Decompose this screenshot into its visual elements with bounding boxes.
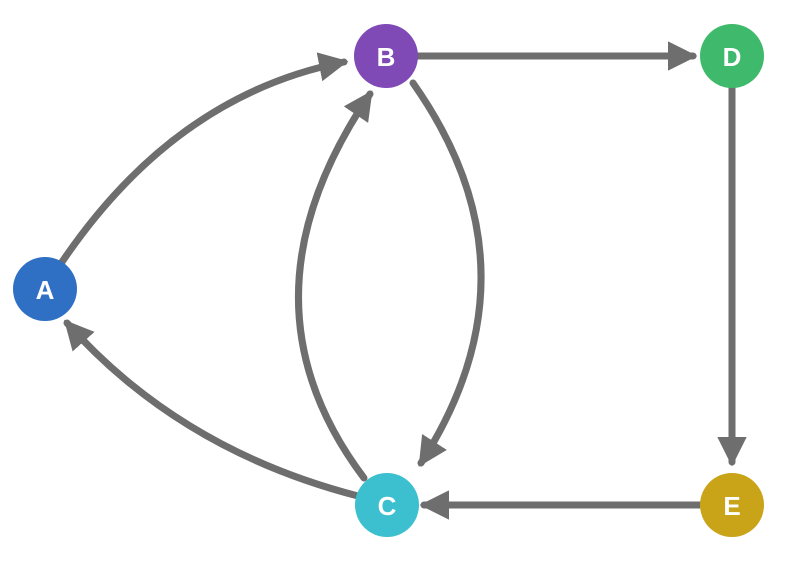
edges-layer — [58, 41, 747, 520]
node-a-label: A — [36, 275, 55, 305]
edge-b-to-c — [409, 79, 485, 467]
node-a: A — [13, 257, 77, 321]
node-d-circle — [700, 24, 764, 88]
nodes-layer: A B C D E — [13, 24, 764, 537]
node-e-circle — [700, 473, 764, 537]
edge-c-to-a — [63, 319, 362, 500]
edge-a-to-b — [58, 52, 349, 266]
node-b-circle — [354, 24, 418, 88]
node-d-label: D — [723, 42, 742, 72]
node-b-label: B — [377, 42, 396, 72]
node-a-circle — [13, 257, 77, 321]
edge-c-to-b — [295, 90, 374, 482]
node-c-circle — [355, 473, 419, 537]
node-e: E — [700, 473, 764, 537]
node-c-label: C — [378, 491, 397, 521]
node-d: D — [700, 24, 764, 88]
node-b: B — [354, 24, 418, 88]
node-e-label: E — [723, 491, 740, 521]
node-c: C — [355, 473, 419, 537]
